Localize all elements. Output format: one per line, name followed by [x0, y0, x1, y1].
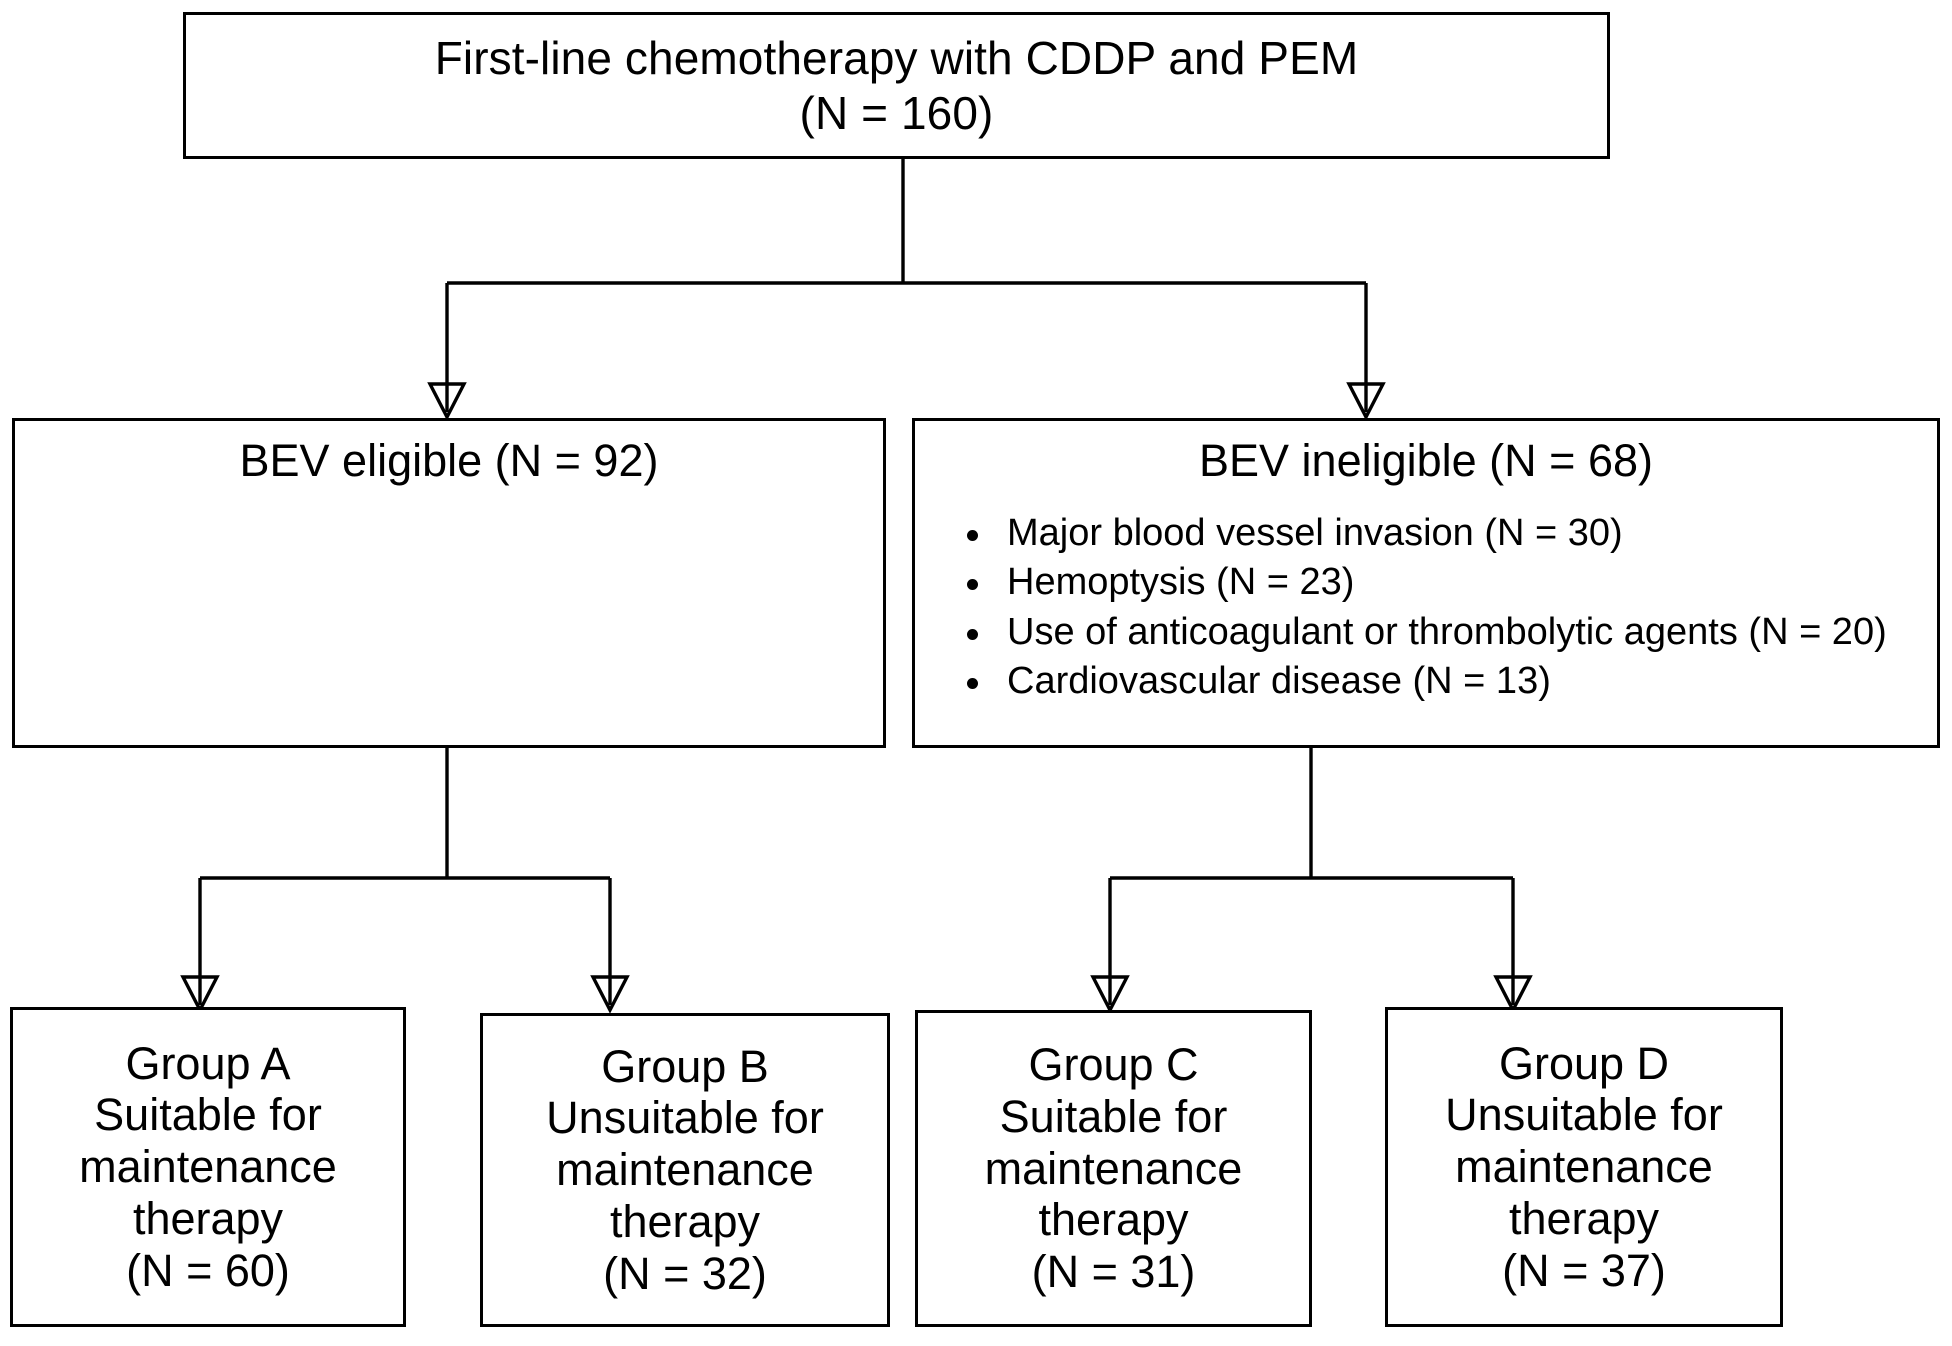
group-c-line-2: Suitable for: [999, 1090, 1228, 1142]
group-a-line-2: Suitable for: [94, 1089, 322, 1141]
list-item: Hemoptysis (N = 23): [959, 558, 1937, 607]
bev-eligible-title: BEV eligible (N = 92): [239, 435, 659, 486]
group-d-line-1: Group D: [1498, 1037, 1670, 1089]
bev-ineligible-reason-list: Major blood vessel invasion (N = 30) Hem…: [915, 509, 1937, 707]
group-a-line-5: (N = 60): [126, 1244, 290, 1296]
group-b-line-2: Unsuitable for: [546, 1092, 824, 1144]
bev-ineligible-title: BEV ineligible (N = 68): [1199, 435, 1653, 486]
arrowhead-group-d: [1493, 975, 1533, 1014]
node-bev-eligible[interactable]: BEV eligible (N = 92): [12, 418, 886, 748]
group-d-line-2: Unsuitable for: [1445, 1089, 1723, 1141]
group-a-line-4: therapy: [132, 1192, 284, 1244]
arrowhead-bev-eligible: [427, 382, 467, 421]
arrowhead-bev-ineligible: [1346, 382, 1386, 421]
group-b-line-1: Group B: [601, 1040, 769, 1092]
group-c-line-5: (N = 31): [1031, 1246, 1196, 1298]
arrowhead-group-b: [590, 975, 630, 1014]
group-a-line-3: maintenance: [79, 1141, 337, 1193]
list-item: Cardiovascular disease (N = 13): [959, 657, 1937, 706]
node-group-a[interactable]: Group A Suitable for maintenance therapy…: [10, 1007, 406, 1327]
group-b-line-4: therapy: [609, 1195, 761, 1247]
list-item: Major blood vessel invasion (N = 30): [959, 509, 1937, 558]
group-a-line-1: Group A: [125, 1037, 291, 1089]
group-c-line-4: therapy: [1038, 1194, 1189, 1246]
group-c-line-1: Group C: [1028, 1039, 1199, 1091]
node-first-line-chemotherapy[interactable]: First-line chemotherapy with CDDP and PE…: [183, 12, 1610, 159]
list-item: Use of anticoagulant or thrombolytic age…: [959, 608, 1937, 657]
node-group-c[interactable]: Group C Suitable for maintenance therapy…: [915, 1010, 1312, 1327]
arrowhead-group-c: [1090, 975, 1130, 1014]
root-line-1: First-line chemotherapy with CDDP and PE…: [434, 32, 1359, 85]
node-group-b[interactable]: Group B Unsuitable for maintenance thera…: [480, 1013, 890, 1327]
root-line-2: (N = 160): [799, 86, 994, 139]
arrowhead-group-a: [180, 975, 220, 1014]
group-b-line-3: maintenance: [556, 1144, 814, 1196]
node-group-d[interactable]: Group D Unsuitable for maintenance thera…: [1385, 1007, 1783, 1327]
group-d-line-4: therapy: [1508, 1192, 1660, 1244]
node-bev-ineligible[interactable]: BEV ineligible (N = 68) Major blood vess…: [912, 418, 1940, 748]
group-d-line-3: maintenance: [1455, 1141, 1713, 1193]
group-c-line-3: maintenance: [984, 1142, 1243, 1194]
group-d-line-5: (N = 37): [1502, 1244, 1666, 1296]
group-b-line-5: (N = 32): [603, 1247, 767, 1299]
